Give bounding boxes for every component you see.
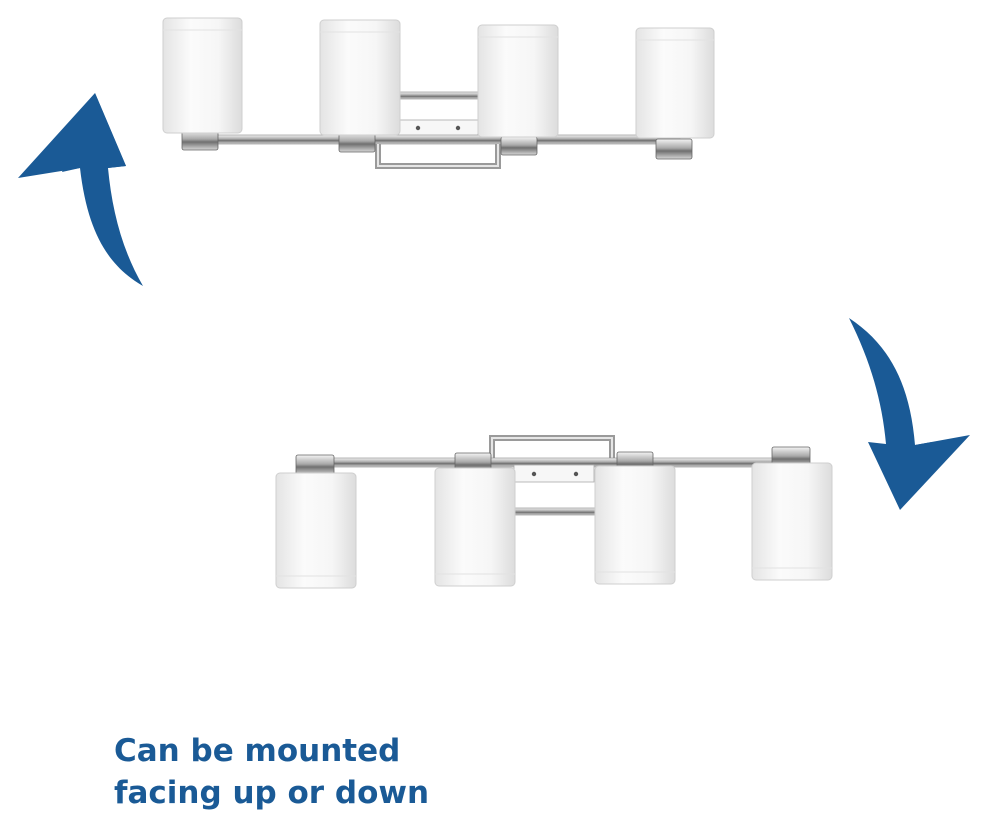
- socket: [295, 454, 335, 476]
- glass-shade: [275, 472, 357, 589]
- loop-frame: [375, 144, 501, 169]
- glass-shade: [635, 27, 715, 139]
- backplate: [513, 464, 595, 483]
- glass-shade: [319, 19, 401, 136]
- caption-line-1: Can be mounted: [114, 733, 401, 769]
- backplate-bar: [513, 507, 597, 516]
- curved-arrow-up-icon: [18, 93, 143, 286]
- caption-line-2: facing up or down: [114, 775, 430, 811]
- fixture-shades-down: [275, 435, 833, 589]
- loop-frame: [489, 435, 615, 458]
- fixture-shades-up: [162, 17, 715, 169]
- glass-shade: [162, 17, 243, 134]
- socket: [500, 136, 538, 156]
- glass-shade: [594, 465, 676, 585]
- glass-shade: [434, 467, 516, 587]
- glass-shade: [477, 24, 559, 138]
- backplate: [397, 119, 479, 138]
- arm: [199, 134, 681, 145]
- caption: Can be mounted facing up or down: [114, 730, 634, 814]
- backplate-bar: [397, 91, 479, 100]
- socket: [655, 138, 693, 160]
- curved-arrow-down-icon: [849, 318, 970, 510]
- glass-shade: [751, 462, 833, 581]
